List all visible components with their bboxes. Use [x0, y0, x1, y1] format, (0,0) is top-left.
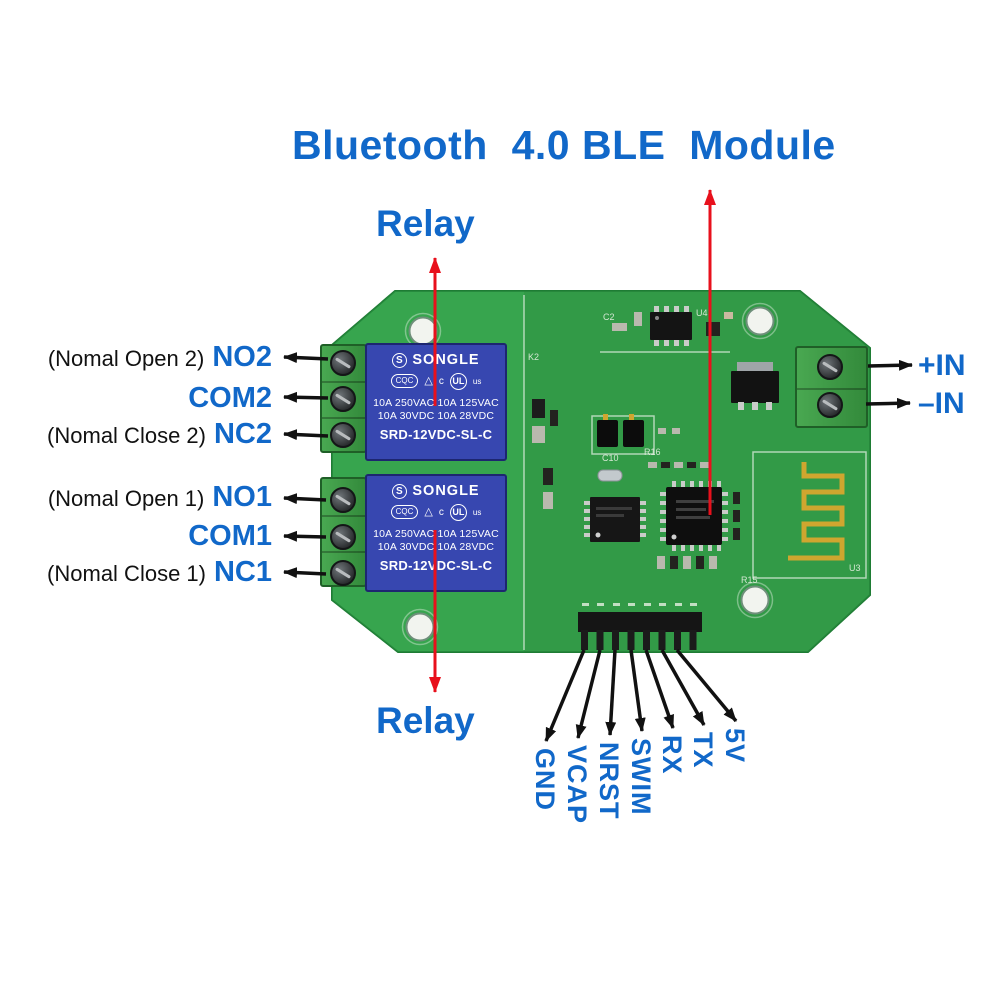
relay-cert-ul-us: us	[472, 376, 482, 386]
relay-label-top: Relay	[376, 203, 475, 244]
mcu-chip	[584, 497, 646, 542]
relay-cert-cqc: CQC	[390, 374, 419, 388]
pin-label-rx: RX	[657, 735, 687, 775]
relay-ratings-ac: 10A 250VAC 10A 125VAC	[373, 397, 499, 409]
annotation-com1: COM1	[180, 521, 272, 551]
relay-brand-row: S SONGLE	[392, 352, 479, 368]
relay-ratings-dc: 10A 30VDC 10A 28VDC	[377, 410, 495, 422]
arrow-pin-vcap	[575, 649, 602, 739]
terminal-divider	[322, 551, 365, 553]
annotation-com2: COM2	[180, 383, 272, 413]
label-nc1: NC1	[213, 556, 272, 588]
pin-label-vcap: VCAP	[562, 745, 592, 825]
pin-label-tx: TX	[688, 732, 718, 769]
pin-header	[578, 603, 702, 650]
silkscreen-label: U3	[849, 563, 861, 573]
relay-2: S SONGLE CQC △ c UL us 10A 250VAC 10A 12…	[365, 343, 507, 461]
pcb-antenna	[788, 462, 845, 561]
smd-components	[532, 312, 740, 569]
mounting-hole	[745, 306, 775, 336]
relay-ratings-ac: 10A 250VAC 10A 125VAC	[373, 528, 499, 540]
relay-model: SRD-12VDC-SL-C	[379, 427, 493, 442]
relay-cert-ul-c: c	[438, 506, 444, 518]
label-com2: COM2	[188, 382, 272, 414]
terminal-divider	[797, 388, 866, 390]
terminal-screw	[817, 392, 843, 418]
terminal-screw	[330, 524, 356, 550]
relay-1: S SONGLE CQC △ c UL us 10A 250VAC 10A 12…	[365, 474, 507, 592]
relay-brand-logo: S	[392, 352, 408, 368]
relay-cert-row: CQC △ c UL us	[390, 502, 482, 522]
voltage-regulator	[731, 362, 779, 410]
arrow-minus-in	[865, 397, 911, 409]
arrow-pin-swim	[629, 649, 646, 732]
label-minus-in: –IN	[918, 387, 965, 420]
arrow-pin-nrst	[605, 649, 617, 736]
silkscreen-label: K2	[528, 352, 539, 362]
annotation-nc2: (Nomal Close 2) NC2	[47, 419, 272, 449]
relay-cert-cqc: CQC	[390, 505, 419, 519]
mounting-hole	[408, 316, 438, 346]
arrow-pin-tx	[660, 649, 706, 726]
terminal-divider	[322, 515, 365, 517]
ic-u4	[650, 306, 692, 346]
annotation-prefix: (Nomal Close 2)	[47, 423, 206, 448]
relay-brand: SONGLE	[412, 483, 480, 499]
terminal-divider	[322, 417, 365, 419]
label-plus-in: +IN	[918, 349, 966, 382]
relay-cert-mark: △	[424, 374, 433, 387]
terminal-screw	[330, 386, 356, 412]
annotation-nc1: (Nomal Close 1) NC1	[47, 557, 272, 587]
relay-ratings-dc: 10A 30VDC 10A 28VDC	[377, 541, 495, 553]
silkscreen-label: C2	[603, 312, 615, 322]
annotation-prefix: (Nomal Open 2)	[47, 346, 205, 371]
relay-cert-row: CQC △ c UL us	[390, 371, 482, 391]
arrow-pin-5v	[675, 648, 738, 723]
terminal-screw	[330, 487, 356, 513]
annotation-prefix: (Nomal Open 1)	[47, 486, 205, 511]
terminal-screw	[330, 350, 356, 376]
label-no1: NO1	[212, 481, 272, 513]
relay-brand-logo: S	[392, 483, 408, 499]
silkscreen-label: U4	[696, 308, 708, 318]
arrow-pin-gnd	[544, 649, 586, 742]
relay-cert-mark: △	[424, 505, 433, 518]
relay-brand: SONGLE	[412, 352, 480, 368]
annotation-no1: (Nomal Open 1) NO1	[48, 482, 272, 512]
arrow-pin-rx	[644, 649, 675, 729]
pin-label-swim: SWIM	[626, 738, 656, 816]
arrow-plus-in	[867, 359, 913, 371]
terminal-screw	[817, 354, 843, 380]
pin-label-5v: 5V	[720, 728, 750, 764]
terminal-screw	[330, 422, 356, 448]
pin-label-gnd: GND	[530, 748, 560, 811]
crystal-oscillator	[597, 469, 623, 482]
relay-cert-ul-c: c	[438, 375, 444, 387]
diagram-title: Bluetooth 4.0 BLE Module	[292, 122, 836, 168]
label-no2: NO2	[212, 341, 272, 373]
pin-label-nrst: NRST	[594, 742, 624, 820]
terminal-screw	[330, 560, 356, 586]
annotation-prefix: (Nomal Close 1)	[47, 561, 206, 586]
silkscreen-label: R16	[644, 447, 661, 457]
terminal-divider	[322, 381, 365, 383]
jumper-caps	[597, 414, 644, 447]
ble-chip	[660, 481, 728, 551]
mounting-hole	[405, 612, 435, 642]
relay-cert-ul: UL	[449, 503, 467, 521]
relay-model: SRD-12VDC-SL-C	[379, 558, 493, 573]
silkscreen-label: R15	[741, 575, 758, 585]
relay-cert-ul: UL	[449, 372, 467, 390]
relay-label-bottom: Relay	[376, 700, 475, 741]
annotation-no2: (Nomal Open 2) NO2	[48, 342, 272, 372]
relay-cert-ul-us: us	[472, 507, 482, 517]
relay-brand-row: S SONGLE	[392, 483, 479, 499]
label-nc2: NC2	[213, 418, 272, 450]
mounting-hole	[740, 585, 770, 615]
label-com1: COM1	[188, 520, 272, 552]
silkscreen-label: C10	[602, 453, 619, 463]
